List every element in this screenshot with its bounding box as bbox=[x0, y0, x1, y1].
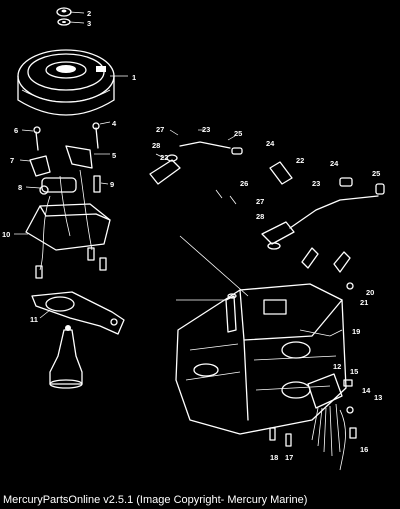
callout-15: 15 bbox=[350, 367, 358, 376]
bracket-assembly bbox=[31, 291, 125, 335]
callout-16: 16 bbox=[360, 445, 368, 454]
powerhead-block bbox=[175, 235, 347, 435]
callout-18: 18 bbox=[270, 453, 278, 462]
callout-23-lower: 23 bbox=[312, 179, 320, 188]
callout-25-lower: 25 bbox=[372, 169, 380, 178]
callout-7: 7 bbox=[10, 156, 14, 165]
callout-leaders bbox=[14, 11, 236, 319]
callout-22-upper: 22 bbox=[160, 153, 168, 162]
callout-10: 10 bbox=[2, 230, 10, 239]
callout-28-upper: 28 bbox=[152, 141, 160, 150]
callout-21: 21 bbox=[360, 298, 368, 307]
callout-13: 13 bbox=[374, 393, 382, 402]
callout-14: 14 bbox=[362, 386, 371, 395]
flywheel-nut bbox=[56, 7, 72, 26]
callout-23-upper: 23 bbox=[202, 125, 210, 134]
exploded-parts-diagram: 1 2 3 4 5 6 7 8 9 10 11 12 13 14 15 16 1… bbox=[2, 7, 385, 471]
callout-28-lower: 28 bbox=[256, 212, 264, 221]
switch-box-harness bbox=[269, 282, 357, 471]
callout-24-upper: 24 bbox=[266, 139, 275, 148]
stator-plate bbox=[25, 122, 111, 279]
callout-4: 4 bbox=[112, 119, 117, 128]
callout-22-lower: 22 bbox=[296, 156, 304, 165]
copyright-caption: MercuryPartsOnline v2.5.1 (Image Copyrig… bbox=[3, 494, 308, 506]
callout-25-upper: 25 bbox=[234, 129, 242, 138]
callout-27-upper: 27 bbox=[156, 125, 164, 134]
callout-24-lower: 24 bbox=[330, 159, 339, 168]
callout-27-lower: 27 bbox=[256, 197, 264, 206]
callout-11: 11 bbox=[30, 315, 38, 324]
callout-26: 26 bbox=[240, 179, 248, 188]
callout-6: 6 bbox=[14, 126, 18, 135]
ignition-coils bbox=[149, 141, 385, 273]
callout-9: 9 bbox=[110, 180, 114, 189]
callout-5: 5 bbox=[112, 151, 116, 160]
callout-1: 1 bbox=[132, 73, 136, 82]
callout-labels: 1 2 3 4 5 6 7 8 9 10 11 12 13 14 15 16 1… bbox=[2, 9, 382, 462]
callout-20: 20 bbox=[366, 288, 374, 297]
callout-2: 2 bbox=[87, 9, 91, 18]
callout-19: 19 bbox=[352, 327, 360, 336]
flywheel bbox=[17, 49, 115, 116]
callout-8: 8 bbox=[18, 183, 22, 192]
callout-17: 17 bbox=[285, 453, 293, 462]
callout-12: 12 bbox=[333, 362, 341, 371]
lower-boot bbox=[49, 325, 83, 389]
callout-3: 3 bbox=[87, 19, 91, 28]
